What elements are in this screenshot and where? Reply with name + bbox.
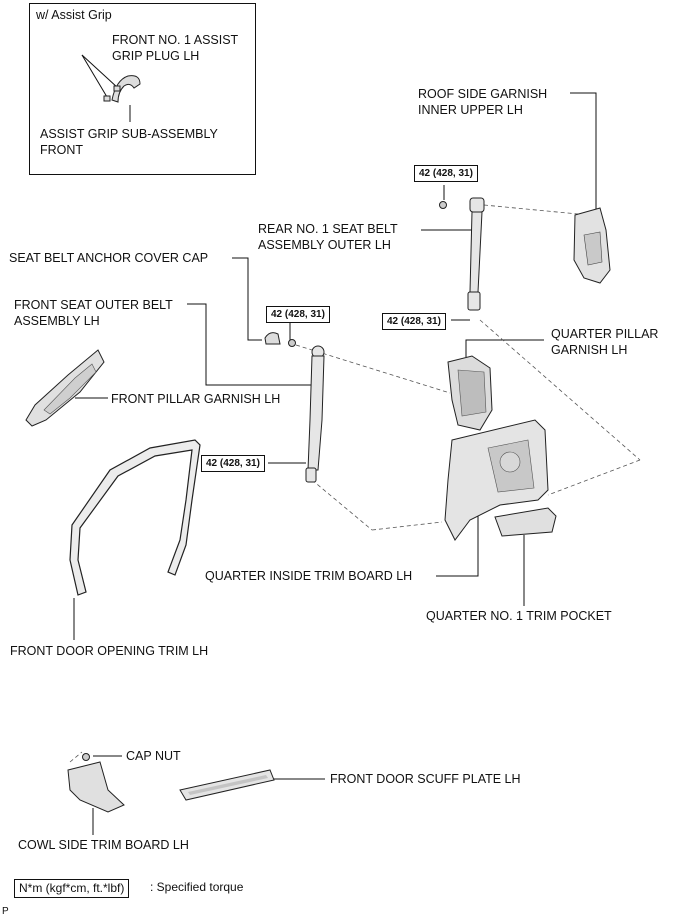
assembly-line: [371, 521, 443, 531]
assembly-line: [311, 479, 373, 531]
leader-line: [465, 339, 544, 357]
quarter-trim-pocket-part: [494, 507, 557, 537]
leader-line: [187, 303, 312, 386]
bolt-part: [439, 201, 447, 209]
front-door-opening-trim-part: [69, 439, 201, 596]
assembly-line: [547, 459, 641, 496]
leader-line: [436, 512, 479, 577]
label-front-no1-assist-grip-plug: FRONT NO. 1 ASSIST GRIP PLUG LH: [112, 33, 239, 63]
label-quarter-no1-trim-pocket: QUARTER NO. 1 TRIM POCKET: [426, 609, 612, 623]
legend-unit-box: N*m (kgf*cm, ft.*lbf): [14, 879, 130, 898]
assist-grip-inset: [29, 3, 256, 175]
torque-front-belt-lower: 42 (428, 31): [201, 455, 265, 472]
torque-rear-belt-lower: 42 (428, 31): [382, 313, 446, 330]
assembly-line: [483, 204, 579, 215]
legend-description: : Specified torque: [150, 880, 244, 894]
rear-seat-belt-part: [467, 197, 485, 311]
label-quarter-pillar-garnish: QUARTER PILLAR GARNISH LH: [551, 327, 659, 357]
label-seat-belt-anchor-cover-cap: SEAT BELT ANCHOR COVER CAP: [9, 251, 209, 265]
anchor-cover-cap-part: [264, 332, 281, 345]
label-assist-grip-sub-assembly: ASSIST GRIP SUB-ASSEMBLY FRONT: [40, 127, 218, 157]
assembly-line: [479, 319, 641, 461]
footer-code: P: [2, 906, 9, 917]
cap-nut-part: [82, 753, 90, 761]
leader-line: [81, 54, 119, 89]
label-front-door-scuff-plate: FRONT DOOR SCUFF PLATE LH: [330, 772, 521, 786]
cowl-side-trim-part: [67, 761, 125, 813]
leader-line: [570, 92, 597, 215]
bolt-part: [288, 339, 296, 347]
front-seat-belt-part: [305, 345, 325, 483]
label-quarter-inside-trim-board: QUARTER INSIDE TRIM BOARD LH: [205, 569, 413, 583]
label-front-door-opening-trim: FRONT DOOR OPENING TRIM LH: [10, 644, 209, 658]
leader-line: [232, 257, 262, 341]
label-cap-nut: CAP NUT: [126, 749, 181, 763]
torque-front-belt-upper: 42 (428, 31): [266, 306, 330, 323]
assembly-line: [295, 344, 451, 394]
label-roof-side-garnish: ROOF SIDE GARNISH INNER UPPER LH: [418, 87, 548, 117]
label-rear-no1-seat-belt: REAR NO. 1 SEAT BELT ASSEMBLY OUTER LH: [258, 222, 398, 252]
assist-grip-part: [103, 75, 141, 103]
assembly-line: [69, 751, 83, 763]
label-front-seat-outer-belt: FRONT SEAT OUTER BELT ASSEMBLY LH: [14, 298, 173, 328]
leader-line: [81, 54, 108, 98]
label-cowl-side-trim-board: COWL SIDE TRIM BOARD LH: [18, 838, 189, 852]
label-front-pillar-garnish: FRONT PILLAR GARNISH LH: [111, 392, 281, 406]
inset-title: w/ Assist Grip: [36, 8, 112, 22]
torque-rear-belt-upper: 42 (428, 31): [414, 165, 478, 182]
